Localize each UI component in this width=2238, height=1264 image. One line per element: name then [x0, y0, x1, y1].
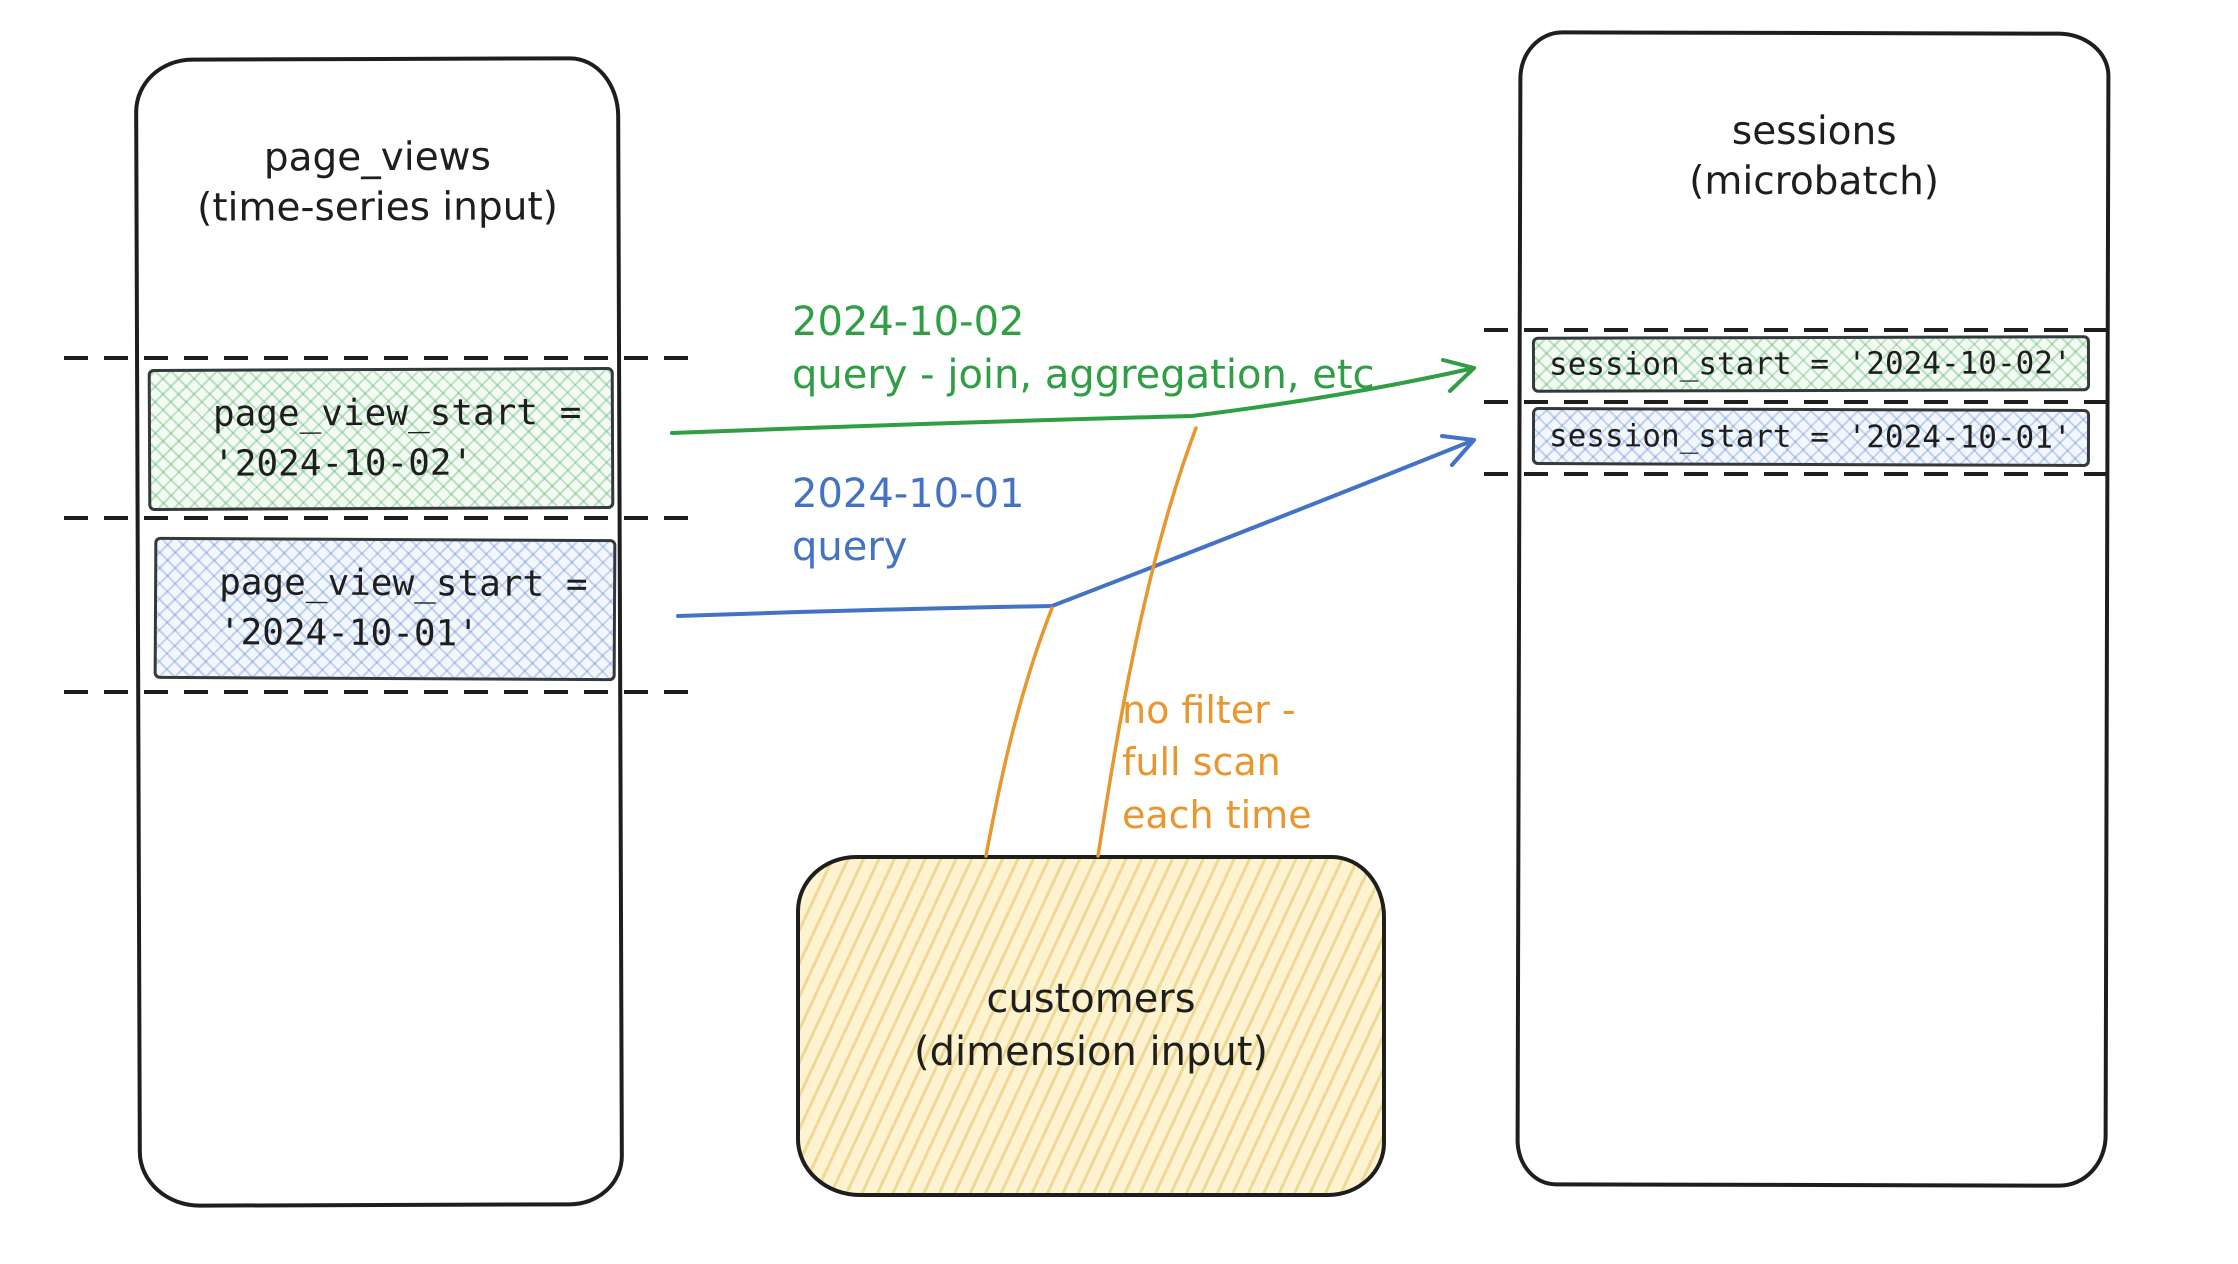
- page-views-header: page_views (time-series input): [138, 60, 617, 233]
- page-views-subtitle: (time-series input): [197, 184, 559, 231]
- partition-label-line1: page_view_start =: [219, 561, 588, 605]
- full-scan-line3: each time: [1122, 792, 1312, 837]
- right-partition-line-bottom: [1484, 472, 2110, 476]
- sessions-partition-2024-10-01: session_start = '2024-10-01': [1531, 407, 2091, 467]
- page-views-partition-2024-10-02: page_view_start = '2024-10-02': [147, 366, 615, 512]
- full-scan-annotation: no filter - full scan each time: [1122, 684, 1312, 841]
- full-scan-connector-left: [984, 606, 1054, 858]
- sessions-title: sessions: [1731, 108, 1897, 155]
- partition-label: session_start = '2024-10-02': [1548, 345, 2072, 383]
- customers-subtitle: (dimension input): [913, 1029, 1269, 1075]
- partition-label-line2: '2024-10-01': [218, 612, 480, 655]
- sessions-subtitle: (microbatch): [1689, 158, 1940, 205]
- full-scan-line1: no filter -: [1122, 688, 1296, 732]
- left-partition-line-bottom: [64, 690, 700, 694]
- blue-query-desc: query: [792, 523, 908, 570]
- right-partition-line-middle: [1484, 400, 2110, 404]
- partition-label: session_start = '2024-10-01': [1548, 418, 2072, 456]
- sessions-partition-2024-10-02: session_start = '2024-10-02': [1531, 335, 2091, 393]
- full-scan-line2: full scan: [1122, 740, 1281, 785]
- blue-query-annotation: 2024-10-01 query: [792, 468, 1024, 574]
- sessions-table: sessions (microbatch): [1515, 30, 2111, 1188]
- right-partition-line-top: [1484, 328, 2110, 332]
- blue-query-arrowhead: [1440, 434, 1476, 467]
- customers-title: customers: [986, 976, 1196, 1023]
- green-query-date: 2024-10-02: [792, 299, 1025, 345]
- left-partition-line-middle: [64, 516, 700, 520]
- page-views-title: page_views: [263, 134, 491, 181]
- partition-label-line1: page_view_start =: [212, 391, 582, 435]
- green-query-arrowhead: [1441, 358, 1476, 393]
- partition-label-line2: '2024-10-02': [213, 442, 474, 485]
- customers-table: customers (dimension input): [796, 855, 1386, 1197]
- page-views-partition-2024-10-01: page_view_start = '2024-10-01': [153, 536, 617, 682]
- left-partition-line-top: [64, 356, 700, 360]
- sessions-header: sessions (microbatch): [1522, 34, 2106, 207]
- green-query-annotation: 2024-10-02 query - join, aggregation, et…: [792, 296, 1375, 402]
- green-query-desc: query - join, aggregation, etc: [792, 351, 1375, 398]
- blue-query-date: 2024-10-01: [792, 471, 1025, 517]
